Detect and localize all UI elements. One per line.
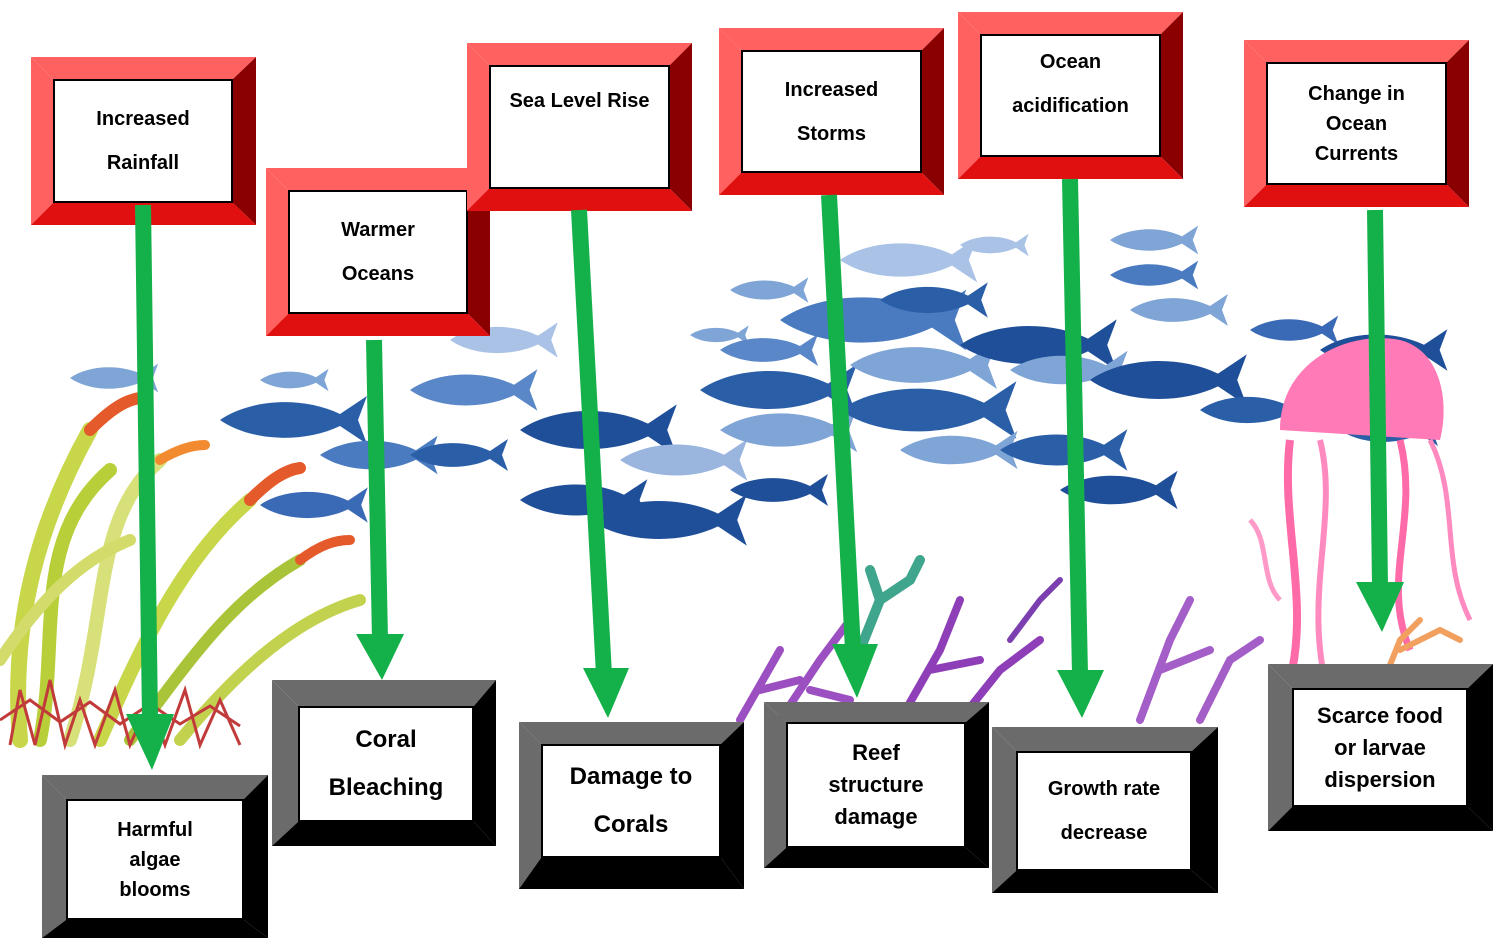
cause-label: Warmer Oceans	[288, 190, 468, 314]
red-frame	[719, 28, 944, 195]
effect-box-harmful-algae-blooms: Harmful algae blooms	[42, 775, 268, 938]
cause-label: Ocean acidification	[980, 34, 1161, 157]
black-frame	[519, 722, 744, 889]
cause-label: Increased Rainfall	[53, 79, 233, 203]
cause-box-sea-level-rise: Sea Level Rise	[467, 43, 692, 211]
effect-label: Damage to Corals	[541, 744, 721, 858]
black-frame	[1268, 664, 1493, 831]
cause-label: Increased Storms	[741, 50, 922, 173]
cause-box-increased-storms: Increased Storms	[719, 28, 944, 195]
cause-label: Change in Ocean Currents	[1266, 62, 1447, 185]
effect-box-reef-structure-damage: Reef structure damage	[764, 702, 989, 868]
black-frame	[272, 680, 496, 846]
red-frame	[467, 43, 692, 211]
effect-label: Scarce food or larvae dispersion	[1292, 688, 1468, 807]
effect-box-scarce-food-or-larvae-dispersion: Scarce food or larvae dispersion	[1268, 664, 1493, 831]
jellyfish	[1248, 338, 1473, 701]
effect-label: Coral Bleaching	[298, 706, 474, 822]
black-frame	[764, 702, 989, 868]
cause-box-increased-rainfall: Increased Rainfall	[31, 57, 256, 225]
red-coral-bed	[0, 679, 242, 751]
effect-box-growth-rate-decrease: Growth rate decrease	[992, 727, 1218, 893]
red-frame	[266, 168, 490, 336]
cause-box-warmer-oceans: Warmer Oceans	[266, 168, 490, 336]
cause-box-change-in-ocean-currents: Change in Ocean Currents	[1244, 40, 1469, 207]
effect-box-damage-to-corals: Damage to Corals	[519, 722, 744, 889]
red-frame	[1244, 40, 1469, 207]
black-frame	[42, 775, 268, 938]
effect-label: Harmful algae blooms	[66, 799, 244, 920]
black-frame	[992, 727, 1218, 893]
effect-box-coral-bleaching: Coral Bleaching	[272, 680, 496, 846]
effect-label: Growth rate decrease	[1016, 751, 1192, 871]
cause-box-ocean-acidification: Ocean acidification	[958, 12, 1183, 179]
effect-label: Reef structure damage	[786, 722, 966, 848]
red-frame	[958, 12, 1183, 179]
red-frame	[31, 57, 256, 225]
cause-label: Sea Level Rise	[489, 65, 670, 189]
